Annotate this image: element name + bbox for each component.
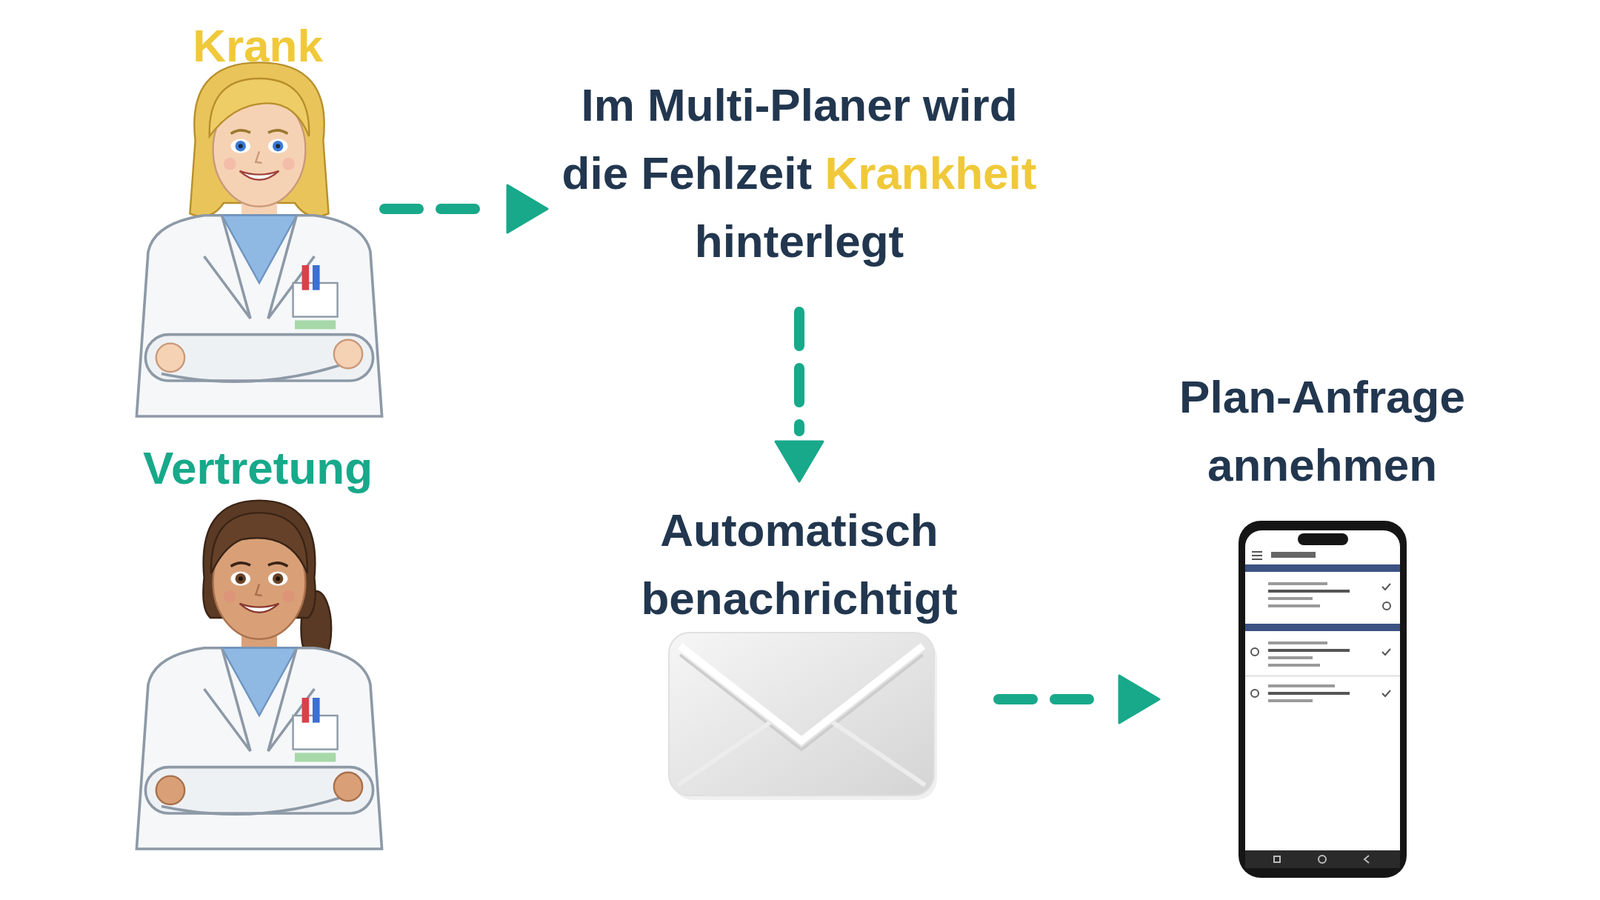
- text-word: Multi-Planer: [634, 79, 911, 131]
- doctor-illustration: [334, 772, 363, 801]
- doctor-illustration: [272, 140, 283, 152]
- envelope-icon: [668, 632, 938, 800]
- text-word: Im: [580, 79, 635, 131]
- doctor-illustration: [240, 171, 280, 180]
- doctor-illustration: [255, 151, 262, 163]
- text-word: wird: [910, 79, 1018, 131]
- arrow-head: [1119, 675, 1160, 723]
- doctor-illustration: [136, 500, 382, 849]
- doctor-illustration: [231, 571, 251, 586]
- step-text: Im Multi-Planer wird die Fehlzeit Krankh…: [547, 71, 1052, 276]
- arrow-shaft: [998, 694, 1109, 705]
- phone-screenshot: [1268, 648, 1350, 652]
- phone-screenshot: [1245, 623, 1400, 632]
- phone-screenshot: [1297, 533, 1349, 546]
- figure-heading: Krank: [137, 14, 378, 78]
- doctor-illustration: [282, 590, 295, 603]
- doctor-illustration: [189, 62, 329, 217]
- envelope-icon: [677, 722, 926, 786]
- doctor-illustration: [238, 143, 243, 149]
- text-word: Krankheit: [811, 147, 1037, 199]
- phone-screenshot: [1245, 564, 1400, 572]
- doctor-illustration: [272, 573, 283, 584]
- doctor-illustration: [223, 157, 237, 171]
- phone-screenshot: [1382, 583, 1391, 590]
- phone-screenshot: [1251, 551, 1263, 553]
- text-word: die: [562, 147, 629, 199]
- doctor-illustration: [231, 130, 289, 135]
- phone-screenshot: [1238, 520, 1407, 878]
- doctor-illustration: [255, 583, 262, 596]
- phone-screenshot: [1251, 648, 1259, 656]
- phone-screenshot: [1251, 558, 1263, 560]
- text-word: Fehlzeit: [628, 147, 812, 199]
- doctor-illustration: [136, 62, 382, 417]
- flow-arrow: [384, 185, 548, 233]
- doctor-illustration: [156, 343, 185, 372]
- phone-screenshot: [1318, 855, 1326, 863]
- doctor-illustration: [268, 571, 288, 586]
- phone-screenshot: [1251, 689, 1259, 698]
- phone-screenshot: [1268, 597, 1313, 600]
- doctor-illustration: [156, 776, 185, 805]
- phone-screenshot: [1382, 690, 1391, 697]
- arrow-shaft: [794, 311, 805, 432]
- phone-screenshot: [1268, 699, 1313, 703]
- phone-screenshot: [1268, 691, 1350, 695]
- envelope-icon: [680, 645, 923, 741]
- phone-screenshot: [1251, 554, 1263, 557]
- phone-screenshot: [1382, 602, 1391, 610]
- envelope-icon: [680, 654, 923, 750]
- doctor-illustration: [209, 78, 310, 137]
- phone-screenshot: [1268, 656, 1313, 660]
- doctor-illustration: [334, 340, 363, 369]
- doctor-illustration: [268, 139, 288, 154]
- doctor-illustration: [235, 573, 246, 584]
- phone-screenshot: [1245, 850, 1400, 869]
- phone-screenshot: [1268, 663, 1320, 667]
- phone-screenshot: [1245, 675, 1400, 677]
- figure-node: Krank: [137, 14, 378, 415]
- doctor-illustration: [282, 157, 295, 171]
- figure-node: Vertretung: [137, 437, 378, 852]
- step-text: Plan-Anfrage annehmen: [1159, 362, 1486, 500]
- flow-arrow: [775, 311, 823, 482]
- flow-arrow: [998, 675, 1160, 723]
- phone-screenshot: [1268, 684, 1335, 688]
- arrow-head: [507, 185, 548, 233]
- phone-screenshot: [1364, 855, 1369, 863]
- phone-screenshot: [1271, 551, 1316, 558]
- phone-screenshot: [1268, 604, 1320, 608]
- phone-screenshot: [1268, 589, 1350, 593]
- step-text: Automatisch benachrichtigt: [606, 496, 992, 633]
- phone-screenshot: [1274, 856, 1280, 863]
- step-box: Im Multi-Planer wird die Fehlzeit Krankh…: [547, 71, 1052, 306]
- arrow-shaft: [384, 203, 498, 215]
- figure-heading: Vertretung: [137, 437, 378, 500]
- doctor-illustration: [223, 590, 237, 603]
- arrow-head: [775, 441, 823, 482]
- doctor-illustration: [211, 512, 308, 574]
- phone-screenshot: [1238, 520, 1407, 878]
- phone-screenshot: [1382, 648, 1391, 655]
- phone-screenshot: [1268, 582, 1328, 586]
- step-box: Automatisch benachrichtigt: [606, 481, 992, 811]
- step-box: Plan-Anfrage annehmen: [1159, 362, 1486, 882]
- doctor-illustration: [235, 140, 246, 152]
- doctor-illustration: [275, 143, 280, 149]
- doctor-illustration: [231, 139, 251, 154]
- doctor-illustration: [136, 215, 382, 417]
- doctor-illustration: [238, 576, 243, 581]
- doctor-illustration: [240, 603, 280, 613]
- phone-screenshot: [1268, 641, 1328, 645]
- doctor-illustration: [231, 562, 289, 567]
- text-word: hinterlegt: [694, 215, 904, 267]
- envelope-icon: [668, 632, 935, 796]
- phone-screenshot: [1245, 530, 1400, 869]
- doctor-illustration: [275, 576, 280, 581]
- doctor-illustration: [136, 648, 382, 849]
